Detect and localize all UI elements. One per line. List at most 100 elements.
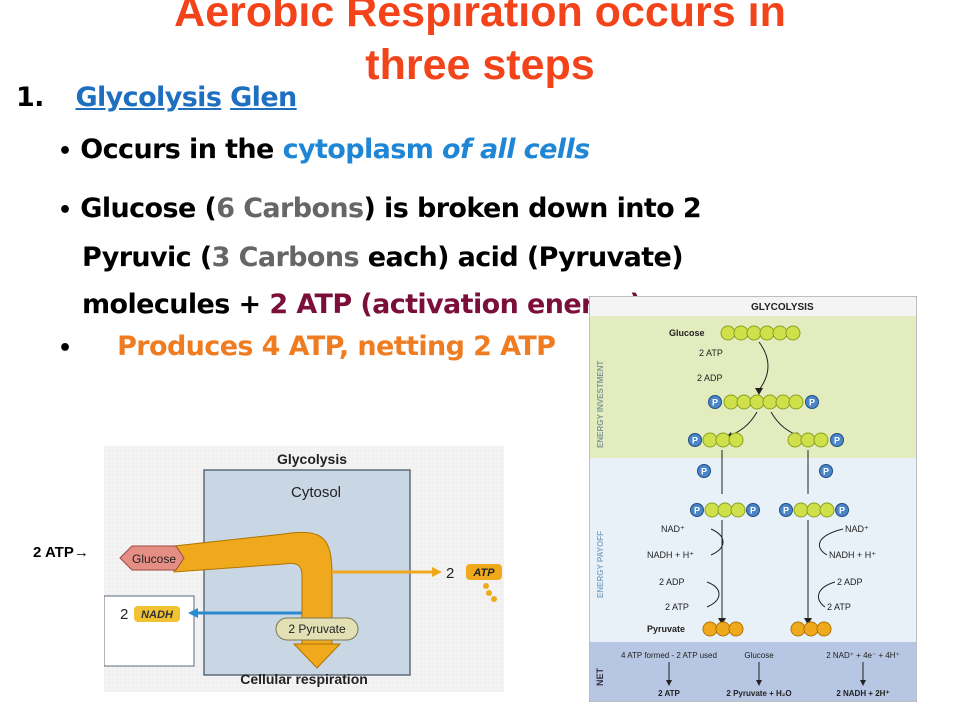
bullet-2-line2a: Pyruvic ( bbox=[82, 242, 212, 273]
glycolysis-link[interactable]: Glycolysis bbox=[75, 82, 222, 113]
adp-curve-right bbox=[817, 581, 836, 608]
svg-text:P: P bbox=[712, 398, 718, 408]
bullet-2-line2c: each) acid (Pyruvate) bbox=[358, 242, 684, 273]
step-number: 1. bbox=[16, 82, 44, 113]
cytosol-label: Cytosol bbox=[291, 484, 341, 501]
arrow-down-icon bbox=[755, 388, 763, 395]
glycolysis-header: GLYCOLYSIS bbox=[751, 302, 814, 313]
adp-curve-left bbox=[706, 581, 720, 608]
svg-text:P: P bbox=[692, 436, 698, 446]
nadh-right: NADH + H⁺ bbox=[829, 550, 876, 560]
bpg-right: P P bbox=[779, 502, 849, 518]
net-band bbox=[590, 642, 916, 701]
nadh-label: NADH bbox=[141, 609, 174, 621]
net-col2-bot: 2 Pyruvate + H₂O bbox=[726, 689, 791, 698]
atp-right: 2 ATP bbox=[827, 602, 851, 612]
bullet-1-text-b: cytoplasm bbox=[282, 134, 443, 165]
triose-right: P bbox=[787, 432, 844, 448]
pyruvate-label: 2 Pyruvate bbox=[288, 622, 346, 636]
adp-left: 2 ADP bbox=[659, 577, 685, 587]
pyruvate-pill bbox=[275, 617, 359, 641]
slide-title: Aerobic Respiration occurs in three step… bbox=[0, 0, 960, 92]
title-line-2: three steps bbox=[365, 41, 595, 89]
atp-label: ATP bbox=[472, 567, 495, 579]
arrow-right-icon: → bbox=[73, 544, 89, 561]
svg-text:P: P bbox=[839, 506, 845, 516]
arrow-down-icon bbox=[666, 680, 672, 686]
glucose-molecule bbox=[720, 325, 801, 341]
bullet-2-line3b: 2 ATP (activation energy) bbox=[269, 289, 642, 320]
bullet-2-line1b: 6 Carbons bbox=[216, 193, 364, 224]
phosphate-in-left bbox=[697, 464, 711, 478]
phosphate-dot bbox=[486, 590, 492, 596]
nad-curve-right bbox=[818, 528, 844, 556]
atp-count: 2 bbox=[446, 565, 454, 582]
svg-text:P: P bbox=[834, 436, 840, 446]
nad-curve-left bbox=[710, 528, 724, 556]
nadh-count: 2 bbox=[120, 606, 128, 623]
bullet-2-line2b: 3 Carbons bbox=[211, 242, 360, 273]
bullet-2-line3a: molecules + bbox=[82, 289, 270, 320]
bullet-dot: • bbox=[58, 139, 72, 164]
nad-right: NAD⁺ bbox=[845, 524, 869, 534]
svg-text:P: P bbox=[809, 398, 815, 408]
pyruvate-label: Pyruvate bbox=[647, 624, 685, 634]
glucose-label: Glucose bbox=[669, 328, 705, 338]
glycolysis-detail-diagram: GLYCOLYSIS ENERGY INVESTMENT ENERGY PAYO… bbox=[589, 296, 917, 702]
arrow-down-icon bbox=[860, 680, 866, 686]
side-atp-label: 2 ATP→ bbox=[33, 544, 89, 561]
glycolysis-label: Glycolysis bbox=[277, 451, 347, 467]
arrow-down-icon bbox=[804, 618, 812, 625]
energy-investment-label: ENERGY INVESTMENT bbox=[596, 360, 605, 448]
nadh-badge bbox=[134, 606, 180, 622]
svg-text:P: P bbox=[783, 506, 789, 516]
arrow-down-icon bbox=[718, 618, 726, 625]
net-col3-top: 2 NAD⁺ + 4e⁻ + 4H⁺ bbox=[826, 651, 900, 660]
bullet-3: • Produces 4 ATP, netting 2 ATP bbox=[58, 331, 556, 362]
bullet-1-text-a: Occurs in the bbox=[80, 134, 283, 165]
nad-left: NAD⁺ bbox=[661, 524, 685, 534]
arrow-down-icon bbox=[756, 680, 762, 686]
adp-out-label: 2 ADP bbox=[697, 373, 723, 383]
net-col1-bot: 2 ATP bbox=[658, 689, 680, 698]
bullet-3-text: Produces 4 ATP, netting 2 ATP bbox=[117, 331, 556, 362]
glycolysis-overview-diagram: Glycolysis Cytosol Glucose 2 Pyruvate Ce… bbox=[104, 446, 504, 692]
net-col2-top: Glucose bbox=[744, 651, 774, 660]
bullet-2-line1a: Glucose ( bbox=[80, 193, 217, 224]
phosphate-in-left-label: P bbox=[701, 467, 707, 477]
phosphate-in-right bbox=[819, 464, 833, 478]
investment-curved-arrow bbox=[758, 341, 769, 391]
arrow-left-icon bbox=[188, 608, 198, 618]
phosphate-dot bbox=[483, 583, 489, 589]
cellular-respiration-label: Cellular respiration bbox=[240, 671, 368, 687]
title-line-1: Aerobic Respiration occurs in bbox=[174, 0, 786, 36]
glucose-label: Glucose bbox=[132, 552, 176, 566]
bullet-dot: • bbox=[58, 198, 72, 223]
glen-link[interactable]: Glen bbox=[230, 82, 297, 113]
atp-left: 2 ATP bbox=[665, 602, 689, 612]
fructose-bisphosphate: P P bbox=[708, 394, 819, 410]
arrow-down-icon bbox=[292, 643, 342, 669]
atp-in-label: 2 ATP bbox=[699, 348, 723, 358]
nadh-left: NADH + H⁺ bbox=[647, 550, 694, 560]
side-atp-text: 2 ATP bbox=[33, 544, 74, 561]
energy-payoff-band bbox=[590, 458, 916, 642]
net-label: NET bbox=[595, 667, 605, 686]
bullet-1-text-c: of all cells bbox=[442, 134, 590, 165]
bullet-2-line1c: ) is broken down into 2 bbox=[363, 193, 702, 224]
adp-right: 2 ADP bbox=[837, 577, 863, 587]
energy-payoff-label: ENERGY PAYOFF bbox=[596, 531, 605, 598]
triose-left: P bbox=[688, 432, 744, 448]
bullet-1: • Occurs in the cytoplasm of all cells bbox=[58, 134, 590, 165]
svg-text:P: P bbox=[750, 506, 756, 516]
svg-text:P: P bbox=[694, 506, 700, 516]
net-col3-bot: 2 NADH + 2H⁺ bbox=[836, 689, 889, 698]
pyruvate-left bbox=[702, 621, 744, 637]
bpg-left: P P bbox=[690, 502, 760, 518]
phosphate-dot bbox=[491, 596, 497, 602]
step-heading: 1. Glycolysis Glen bbox=[16, 82, 297, 113]
arrow-right-icon bbox=[432, 567, 442, 577]
phosphate-in-right-label: P bbox=[823, 467, 829, 477]
bullet-2: • Glucose (6 Carbons) is broken down int… bbox=[58, 185, 702, 328]
net-col1-top: 4 ATP formed - 2 ATP used bbox=[621, 651, 717, 660]
